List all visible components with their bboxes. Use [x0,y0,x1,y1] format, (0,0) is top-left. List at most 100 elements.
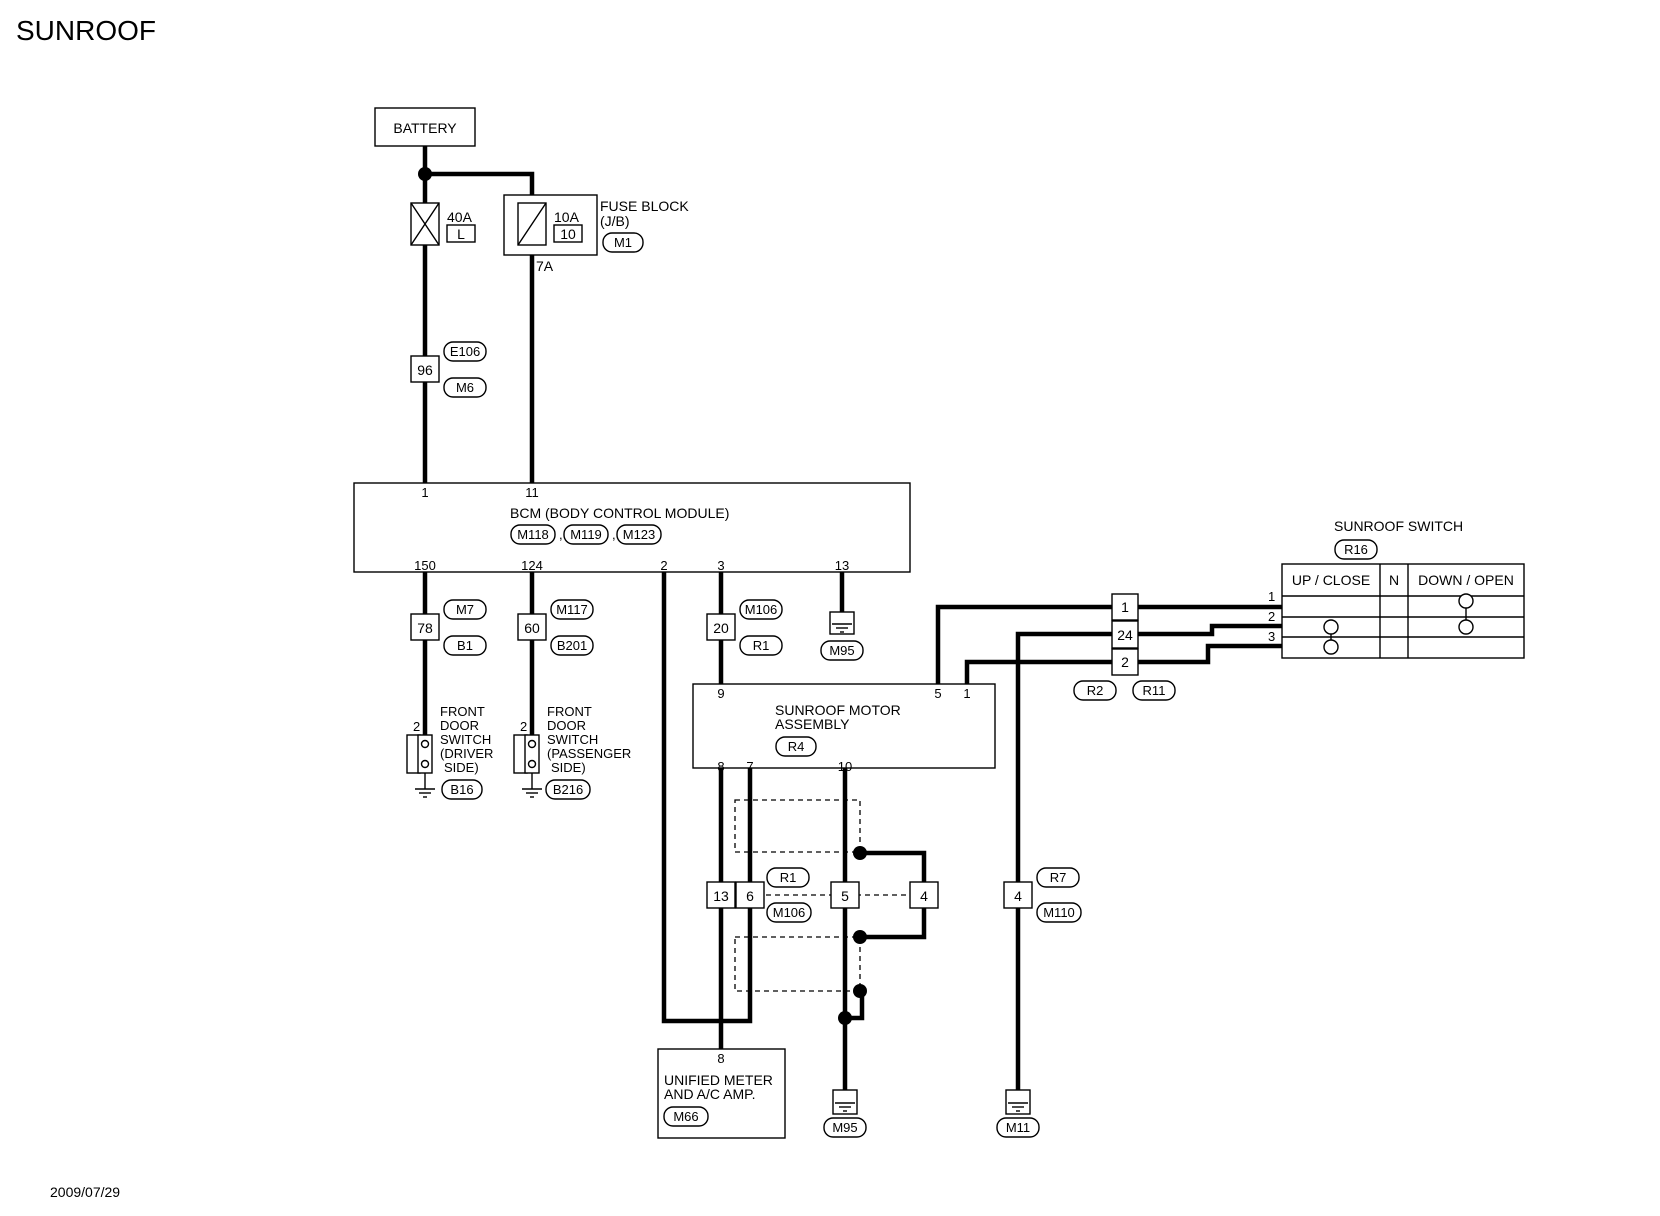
bcm-conn-1: M118 [517,527,549,542]
passenger-switch-line-5: SIDE) [551,760,586,775]
fuse-10a-rating: 10A [554,209,580,225]
joint-96-conn-top-pill [443,341,487,362]
joint-78-conn-bottom-pill [443,635,487,656]
sunroof-switch-table: UP / CLOSE N DOWN / OPEN [1281,563,1525,659]
switch-header-up-close: UP / CLOSE [1292,572,1370,588]
joint-20-conn-bottom: R1 [753,638,770,653]
passenger-switch-conn-pill [545,779,591,800]
passenger-switch-conn: B216 [553,782,583,797]
motor-pin-8: 8 [717,759,724,774]
passenger-switch-line-3: SWITCH [547,732,598,747]
motor-conn: R4 [788,739,805,754]
motor-pin-10: 10 [838,759,852,774]
motor-label-1: SUNROOF MOTOR [775,702,901,718]
motor-pin-1: 1 [963,686,970,701]
motor-label-2: ASSEMBLY [775,716,850,732]
joint-60-conn-bottom-pill [550,635,594,656]
wires [422,146,1282,1090]
fuse-40a-rating: 40A [447,209,473,225]
joint-r1-m106: 13 6 5 4 [706,881,939,909]
contact-open-row1 [1458,593,1474,609]
meter-conn: M66 [673,1109,698,1124]
bcm-pin-13: 13 [835,558,849,573]
joint-r7-conn-bottom-pill [1036,902,1082,923]
joint-96-conn-top: E106 [450,344,480,359]
joint-20-conn-top-pill [739,599,783,620]
motor-box [692,683,996,769]
ground-icon [829,611,855,635]
fuse-block-label: FUSE BLOCK [600,198,689,214]
shield-dashes [734,799,906,992]
joint-20-box [706,613,736,641]
junction-dots [418,167,867,1025]
joint-r2-conn-right: R11 [1143,683,1166,698]
driver-switch-line-5: SIDE) [444,760,479,775]
joint-r1-pin-6: 6 [746,888,754,904]
bcm-pin-3: 3 [717,558,724,573]
bcm-pin-1: 1 [421,485,428,500]
joint-20-conn-bottom-pill [739,635,783,656]
passenger-switch-line-2: DOOR [547,718,586,733]
fuse-block-connector: M1 [614,235,632,250]
joint-r1-pin-4: 4 [920,888,928,904]
joint-r1-pin-5: 5 [841,888,849,904]
ground-m95-top-pill [820,640,864,661]
switch-row-3: 3 [1268,629,1275,644]
contact-close-row2 [1323,619,1339,635]
joint-60-box [517,613,547,641]
joint-60-pin: 60 [524,620,540,636]
joint-r7-conn-top: R7 [1050,870,1067,885]
meter-label-1: UNIFIED METER [664,1072,773,1088]
contact-close-row3 [1323,639,1339,655]
ground-m95-bottom-label: M95 [832,1120,857,1135]
joint-60-conn-top-pill [550,599,594,620]
meter-label-2: AND A/C AMP. [664,1086,756,1102]
driver-switch-conn-pill [441,779,483,800]
motor-pin-9: 9 [717,686,724,701]
driver-switch-line-3: SWITCH [440,732,491,747]
bcm-label: BCM (BODY CONTROL MODULE) [510,505,729,521]
joint-r1-conn-bottom-pill [766,902,812,923]
joint-96-box [410,355,440,383]
joint-96-conn-bottom: M6 [456,380,474,395]
joint-r2-pin-24: 24 [1117,627,1133,643]
joint-r7-conn-bottom: M110 [1043,905,1075,920]
motor-pin-5: 5 [934,686,941,701]
joint-60-conn-top: M117 [556,602,588,617]
joint-r1-conn-top-pill [766,867,810,888]
driver-door-switch-icon [406,734,435,798]
driver-switch-line-4: (DRIVER [440,746,493,761]
meter-pin: 8 [717,1051,724,1066]
joint-78-pin: 78 [417,620,433,636]
switch-header-n: N [1389,572,1399,588]
battery-label: BATTERY [393,120,457,136]
bcm-conn-sep-2: , [612,527,616,542]
diagram-date: 2009/07/29 [50,1184,120,1200]
joint-78-box [410,613,440,641]
passenger-switch-line-1: FRONT [547,704,592,719]
joint-96-pin: 96 [417,362,433,378]
bcm-pin-124: 124 [521,558,543,573]
passenger-switch-line-4: (PASSENGER [547,746,631,761]
motor-conn-pill [775,736,817,757]
fuse-40a: 40A L [410,202,476,246]
joint-96-conn-bottom-pill [443,377,487,398]
battery-box [374,107,476,147]
joint-r1-pin-13: 13 [713,888,729,904]
joint-r2-conn-left-pill [1073,680,1117,701]
bcm-conn-2: M119 [570,527,602,542]
bcm-pin-11: 11 [525,485,539,500]
joint-r2-pin-1: 1 [1121,599,1129,615]
sunroof-switch-conn: R16 [1344,542,1368,557]
bcm-pin-150: 150 [414,558,436,573]
ground-m11-label: M11 [1006,1120,1030,1135]
driver-switch-line-2: DOOR [440,718,479,733]
joint-r2-conn-right-pill [1132,680,1176,701]
switch-row-2: 2 [1268,609,1275,624]
ground-m11-pill [996,1117,1040,1138]
driver-switch-conn: B16 [450,782,473,797]
ground-icon [832,1089,858,1115]
fuse-40a-id: L [457,226,465,242]
bcm-pin-2: 2 [660,558,667,573]
ground-m95-top-label: M95 [829,643,854,658]
